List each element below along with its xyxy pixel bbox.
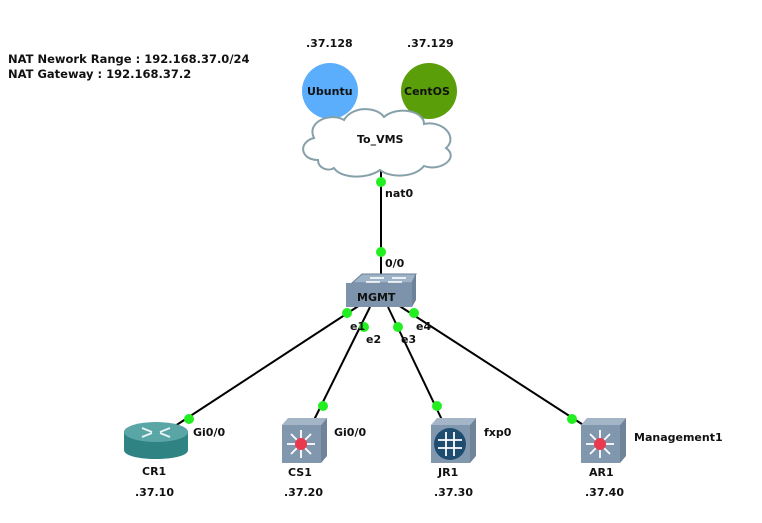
centos-label: CentOS [404,85,450,98]
l3-switch-icon[interactable] [581,418,626,463]
cloud-label: To_VMS [357,133,404,146]
cs1-label: CS1 [288,466,312,479]
juniper-router-icon[interactable] [431,418,476,463]
port-nat0: nat0 [385,187,414,200]
ubuntu-ip: .37.128 [306,37,353,50]
cr1-label: CR1 [142,465,167,478]
jr1-ip: .37.30 [434,486,473,499]
port-e4: e4 [416,320,432,333]
jr1-port: fxp0 [484,426,512,439]
router-icon[interactable] [124,422,188,459]
centos-vm[interactable] [401,63,457,119]
nat-range-note: NAT Nework Range : 192.168.37.0/24 [8,52,250,66]
ar1-label: AR1 [589,466,614,479]
link-status-dots [184,177,577,424]
centos-ip: .37.129 [407,37,454,50]
port-e3: e3 [401,333,417,346]
cloud-icon[interactable] [302,108,452,178]
link-up-dot [342,308,352,318]
ar1-port: Management1 [634,431,723,444]
link-up-dot [567,414,577,424]
port-e2: e2 [366,333,382,346]
link-mgmt-ar1[interactable] [397,304,589,429]
mgmt-switch-icon[interactable] [346,273,417,307]
ar1-ip: .37.40 [585,486,624,499]
ubuntu-label: Ubuntu [307,85,353,98]
l3-switch-icon[interactable] [282,418,327,463]
port-e1: e1 [350,320,366,333]
nat-gateway-note: NAT Gateway : 192.168.37.2 [8,67,192,81]
link-up-dot [184,414,194,424]
port-0-0: 0/0 [385,257,405,270]
link-up-dot [376,247,386,257]
cs1-port: Gi0/0 [334,426,367,439]
link-up-dot [409,308,419,318]
cr1-port: Gi0/0 [193,426,226,439]
cr1-ip: .37.10 [135,486,174,499]
link-mgmt-cr1[interactable] [171,304,361,429]
link-up-dot [376,177,386,187]
ubuntu-vm[interactable] [302,63,358,119]
link-up-dot [393,322,403,332]
link-up-dot [359,322,369,332]
link-up-dot [432,401,442,411]
link-up-dot [318,401,328,411]
jr1-label: JR1 [438,466,459,479]
cs1-ip: .37.20 [284,486,323,499]
switch-label: MGMT [357,291,396,304]
